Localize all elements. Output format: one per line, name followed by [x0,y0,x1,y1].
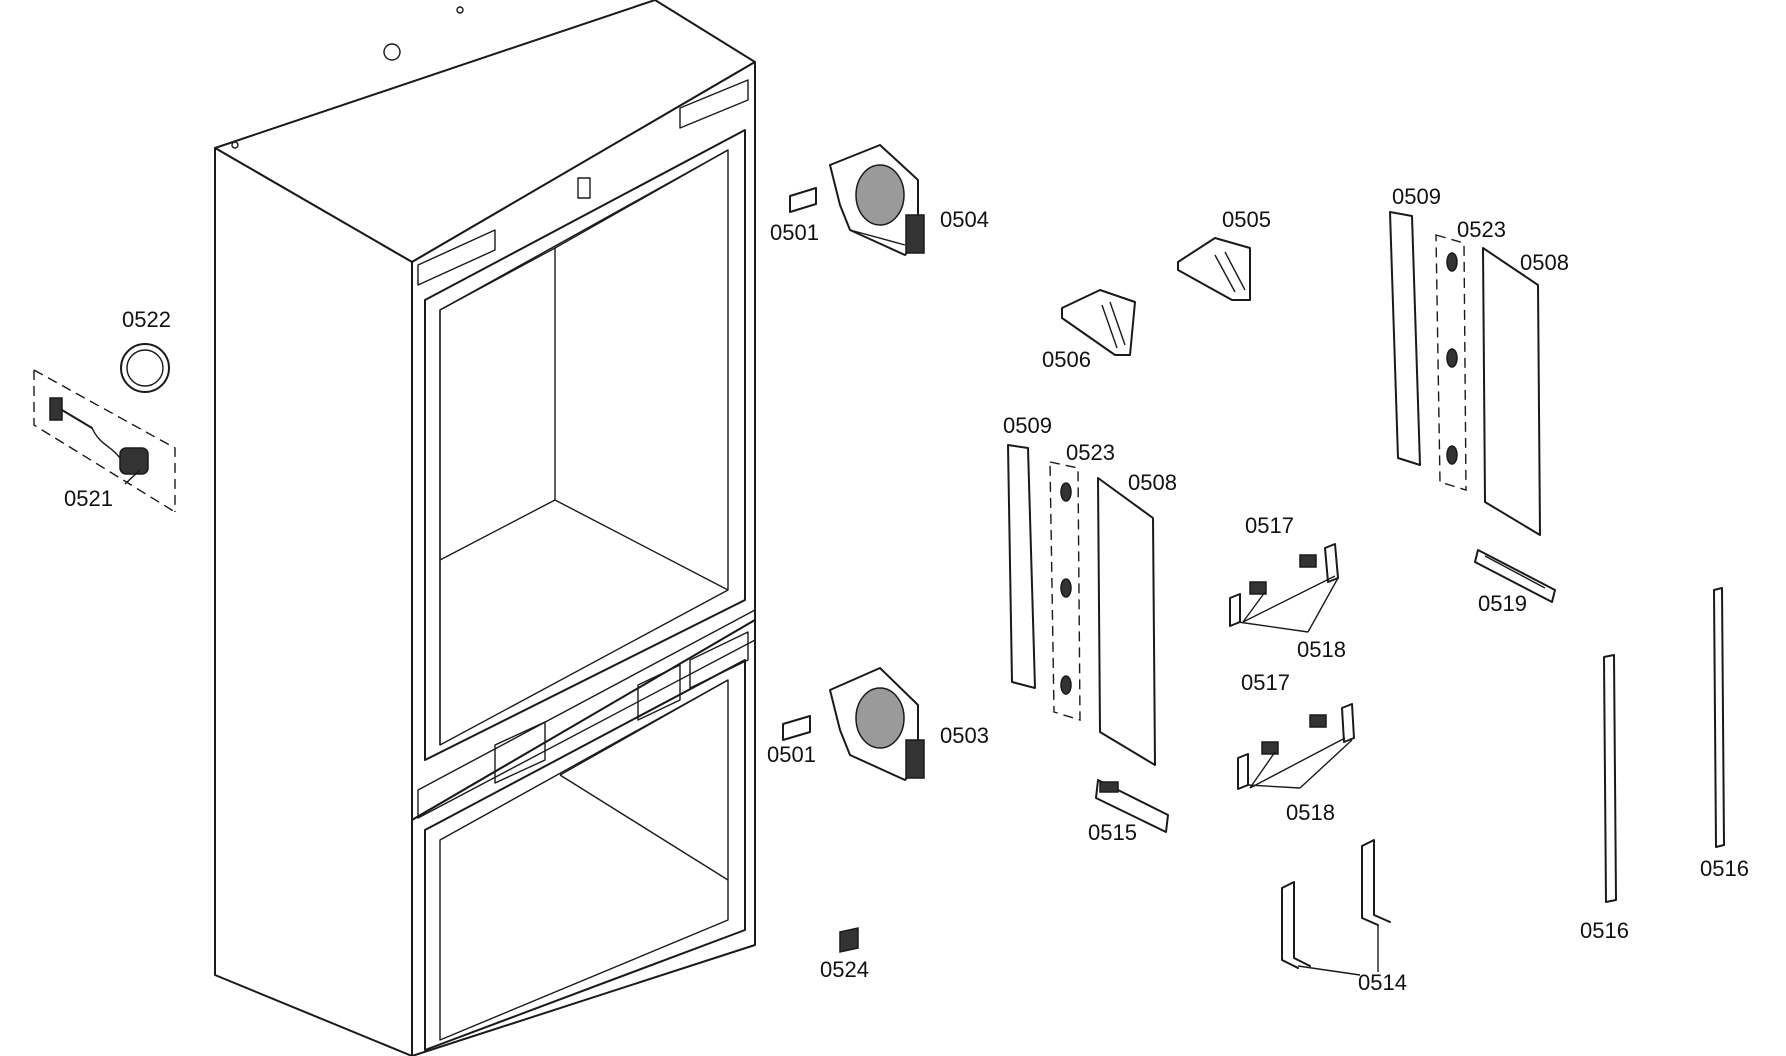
label-0522: 0522 [122,307,171,332]
refrigerator-cabinet [214,0,756,1056]
label-0523-right: 0523 [1457,217,1506,242]
part-0516-strip-a [1603,654,1617,903]
label-0508-right: 0508 [1520,250,1569,275]
part-0515-rail [1095,779,1169,833]
part-0503-lower-hinge [829,667,925,781]
label-0518-lower: 0518 [1286,800,1335,825]
label-0514: 0514 [1358,970,1407,995]
label-0517-lower: 0517 [1241,670,1290,695]
part-0509-trim-right [1389,211,1421,466]
part-0508-panel-right [1482,247,1541,536]
label-0501-upper: 0501 [770,220,819,245]
label-0508-left: 0508 [1128,470,1177,495]
part-0504-upper-hinge [829,144,925,256]
label-0521: 0521 [64,486,113,511]
part-0509-trim-left [1007,444,1036,689]
part-0506-cover [1061,289,1136,356]
part-0501-shim-lower [782,715,811,741]
part-0517-pads-lower [1261,714,1327,755]
label-0516-b: 0516 [1700,856,1749,881]
label-0516-a: 0516 [1580,918,1629,943]
part-0524-clip [839,927,859,953]
label-0509-right: 0509 [1392,184,1441,209]
label-0519: 0519 [1478,591,1527,616]
label-0517-upper: 0517 [1245,513,1294,538]
part-0523-bracket-right [1435,234,1467,491]
part-0523-bracket-left [1049,461,1081,721]
label-0504: 0504 [940,207,989,232]
part-0508-panel-left [1097,477,1156,766]
part-0522-ring [120,343,170,393]
label-0524: 0524 [820,957,869,982]
label-0509-left: 0509 [1003,413,1052,438]
label-0506: 0506 [1042,347,1091,372]
part-0516-strip-b [1713,587,1725,848]
leader-lines [124,469,1379,976]
part-0514-brackets [1281,839,1391,969]
part-0521-assembly [33,369,176,513]
label-0518-upper: 0518 [1297,637,1346,662]
part-0518-brackets-upper [1229,543,1339,627]
part-0518-brackets-lower [1237,703,1355,790]
label-0515: 0515 [1088,820,1137,845]
label-0503: 0503 [940,723,989,748]
label-0523-left: 0523 [1066,440,1115,465]
part-0519-rail [1474,549,1556,603]
part-0505-cover [1177,237,1251,301]
label-0505: 0505 [1222,207,1271,232]
part-labels: 0522 0521 0501 0504 0505 0506 0509 0523 … [64,184,1749,995]
part-0517-pads-upper [1249,554,1317,595]
label-0501-lower: 0501 [767,742,816,767]
part-0501-shim-upper [789,187,817,213]
